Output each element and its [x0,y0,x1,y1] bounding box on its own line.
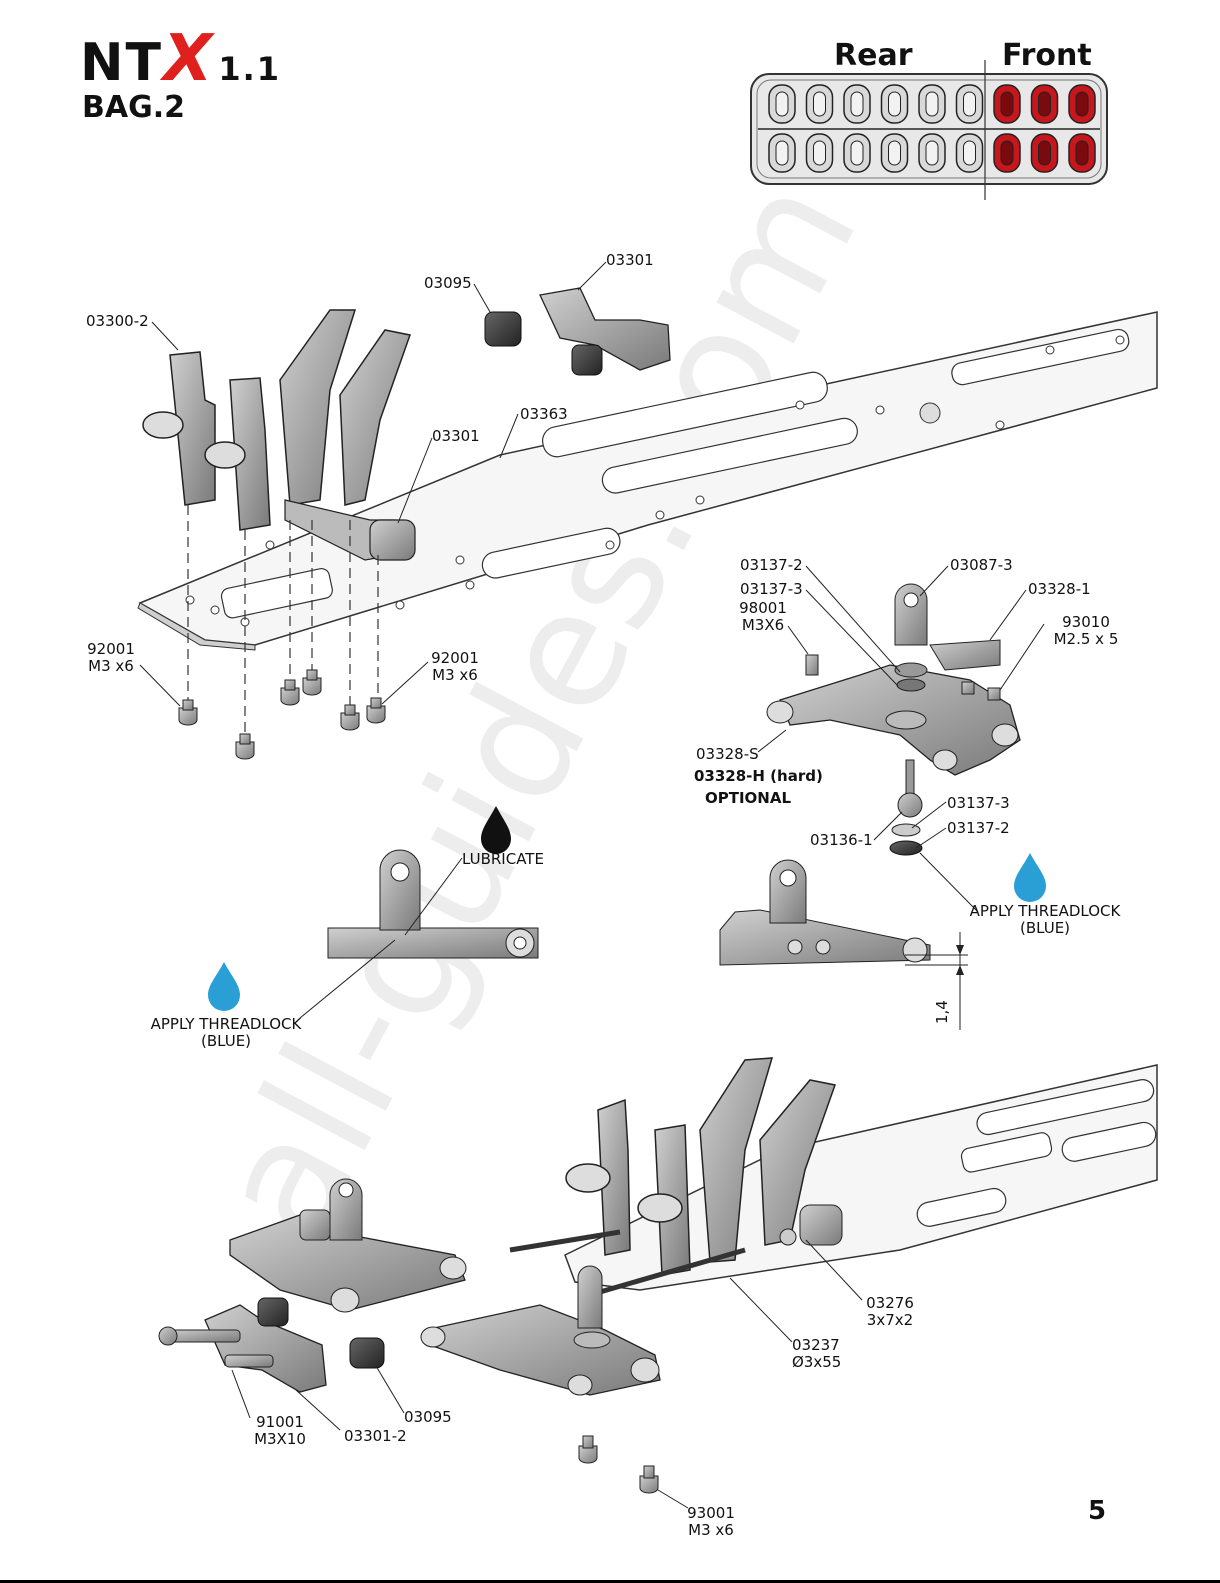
dashed-guides-top [187,505,379,735]
label-03276: 03276 3x7x2 [862,1295,918,1329]
label-03095-bottom: 03095 [404,1408,452,1426]
label-93010: 93010 M2.5 x 5 [1050,614,1122,648]
bulkhead-bottom [509,1057,843,1295]
label-03300-2: 03300-2 [86,312,149,330]
arm-side-view-right [719,859,968,1030]
label-03137-3-bottom: 03137-3 [947,794,1010,812]
label-03276-part: 03276 [866,1294,914,1312]
logo-version: 1.1 [218,50,282,88]
label-03137-3-top: 03137-3 [740,580,803,598]
label-93010-part: 93010 [1062,613,1110,631]
label-98001-size: M3X6 [741,616,785,634]
label-92001-left-part: 92001 [87,640,135,658]
label-93001-size: M3 x6 [688,1521,734,1539]
label-03301-top: 03301 [606,251,654,269]
label-91001-part: 91001 [256,1413,304,1431]
label-lubricate: LUBRICATE [462,850,544,868]
label-03136-1: 03136-1 [810,831,873,849]
label-03328-s: 03328-S [696,745,759,763]
label-03137-2-top: 03137-2 [740,556,803,574]
label-threadlock-right-line1: APPLY THREADLOCK [969,902,1121,920]
rear-label: Rear [834,38,913,73]
label-92001-right-part: 92001 [431,649,479,667]
chassis-plate-top [137,311,1158,651]
part-03301-top [539,287,671,376]
label-03328-1: 03328-1 [1028,580,1091,598]
footer-rule [0,1580,1220,1583]
logo-x-text: X [163,22,215,96]
threadlock-drop-left-icon [208,962,240,1011]
leader-lines [139,261,1045,1509]
label-92001-right: 92001 M3 x6 [428,650,482,684]
label-03276-size: 3x7x2 [866,1311,914,1329]
label-threadlock-right-line2: (BLUE) [1019,919,1071,937]
label-92001-left: 92001 M3 x6 [86,641,136,675]
part-03095-top [484,311,522,347]
label-dimension-1-4: 1,4 [933,1000,951,1024]
screws-top [178,669,386,760]
page-number: 5 [1088,1496,1107,1526]
arm-assembly-bottom-center [420,1265,661,1396]
label-threadlock-left-line2: (BLUE) [200,1032,252,1050]
part-03301-2-bottom [158,1297,385,1393]
label-03237-part: 03237 [792,1336,840,1354]
label-93010-size: M2.5 x 5 [1053,630,1119,648]
label-threadlock-left-line1: APPLY THREADLOCK [150,1015,302,1033]
label-threadlock-left: APPLY THREADLOCK (BLUE) [141,1016,311,1050]
label-threadlock-right: APPLY THREADLOCK (BLUE) [960,903,1130,937]
arm-side-view-left [327,849,539,959]
label-93001-part: 93001 [687,1504,735,1522]
front-label: Front [1002,38,1092,73]
label-03137-2-bottom: 03137-2 [947,819,1010,837]
label-92001-left-size: M3 x6 [88,657,134,675]
bag-title: BAG.2 [82,90,185,125]
label-03095-top: 03095 [424,274,472,292]
label-91001: 91001 M3X10 [250,1414,310,1448]
label-98001-part: 98001 [739,599,787,617]
arm-assembly-bottom-left [229,1178,467,1313]
label-03363: 03363 [520,405,568,423]
label-03301-mid: 03301 [432,427,480,445]
label-91001-size: M3X10 [254,1430,306,1448]
label-optional: OPTIONAL [705,789,792,807]
label-03237-size: Ø3x55 [792,1353,842,1371]
label-03087-3: 03087-3 [950,556,1013,574]
label-98001: 98001 M3X6 [738,600,788,634]
label-93001: 93001 M3 x6 [686,1505,736,1539]
lubricate-drop-icon [481,806,511,854]
threadlock-drop-right-icon [1014,853,1046,902]
label-92001-right-size: M3 x6 [432,666,478,684]
logo-main-text: NT [80,33,163,93]
arm-assembly-right [766,583,1021,856]
bulkhead-top [142,309,416,561]
label-03301-2: 03301-2 [344,1427,407,1445]
label-03328-h: 03328-H (hard) [694,767,823,785]
label-03237: 03237 Ø3x55 [792,1337,841,1371]
chassis-plate-bottom [564,1064,1158,1291]
screws-bottom [578,1435,659,1494]
